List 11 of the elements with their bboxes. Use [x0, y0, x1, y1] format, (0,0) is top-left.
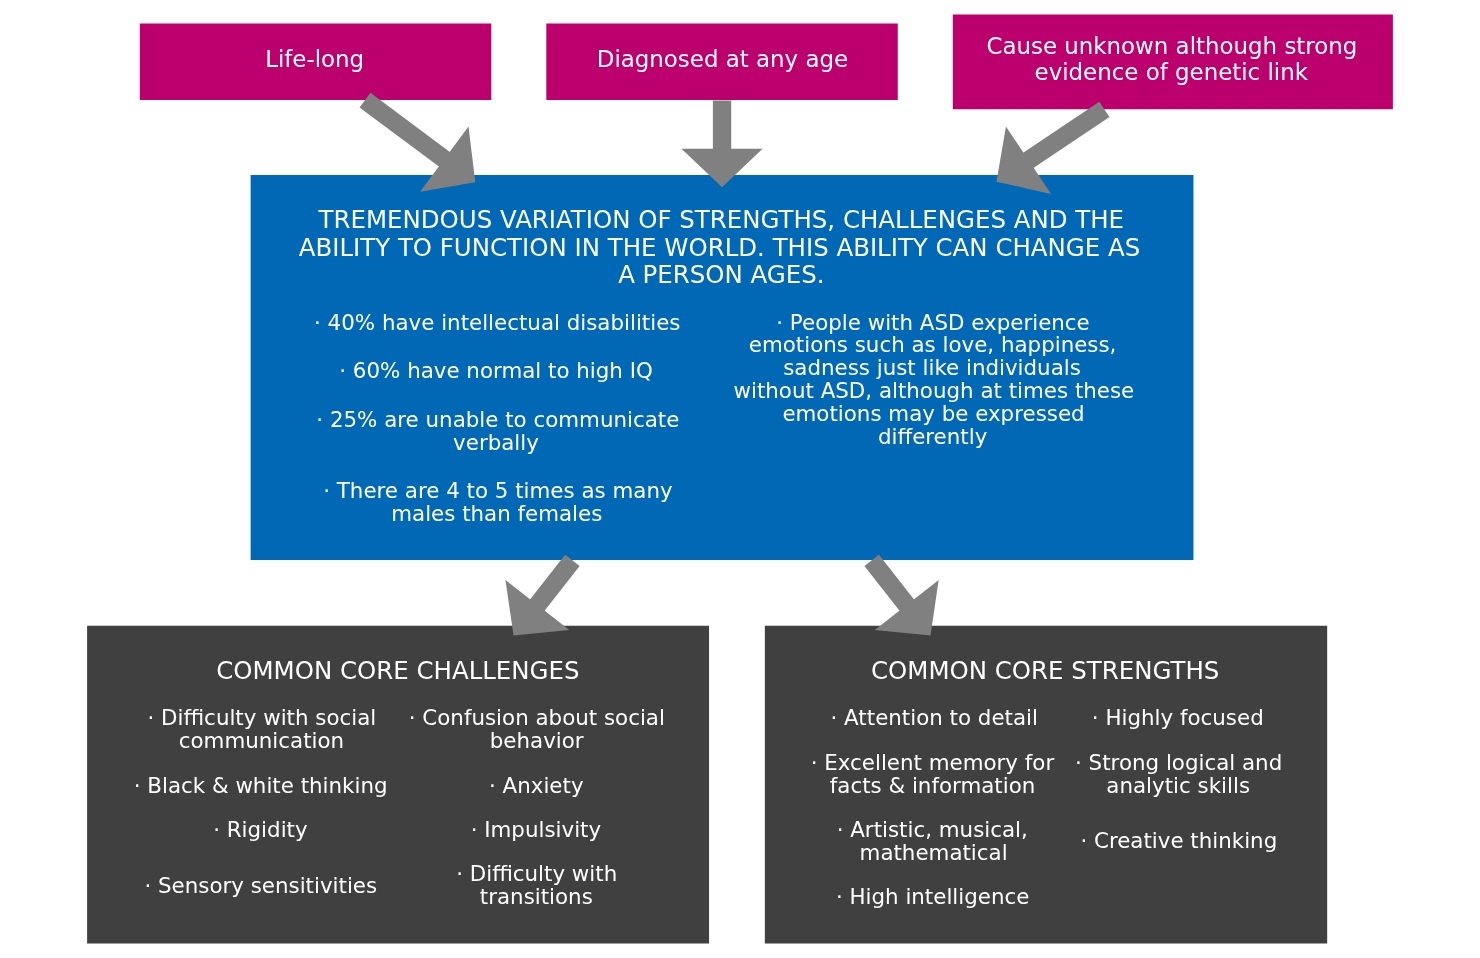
node-box: TREMENDOUS VARIATION OF STRENGTHS, CHALLENGES AND THE ABILITY TO FUNCTION IN THE WORLD. THIS ABILITY CAN CHANGE AS A PERSON AGES. · 40% have intellectual disabilities · 60% have normal to high IQ · 25% are unable to communicate verbally · There are 4 to 5 times as many males than females · People with ASD experience emotions such as love, happiness, sadness just like individuals without ASD, although at times these emotions may be expressed differently: [250, 174, 1194, 560]
arrow: [359, 92, 476, 192]
node-box: Diagnosed at any age: [546, 23, 898, 101]
arrow: [681, 100, 763, 188]
node-box: COMMON CORE CHALLENGES · Difficulty with social communication · Confusion about social behavior · Black & white thinking · Anxiety · Rigidity · Impulsivity · Sensory sensitivities · Difficulty with transitions: [87, 625, 710, 944]
node-box: Life-long: [139, 23, 492, 101]
node-box: Cause unknown although strong evidence of genetic link: [952, 14, 1393, 110]
node-box: COMMON CORE STRENGTHS · Attention to detail · Highly focused · Excellent memory for facts & information · Strong logical and analytic skills · Artistic, musical, mathematical · Creative thinking · High intelligence: [764, 625, 1328, 944]
arrow: [505, 554, 580, 636]
arrow: [996, 101, 1110, 194]
arrow: [864, 554, 939, 636]
